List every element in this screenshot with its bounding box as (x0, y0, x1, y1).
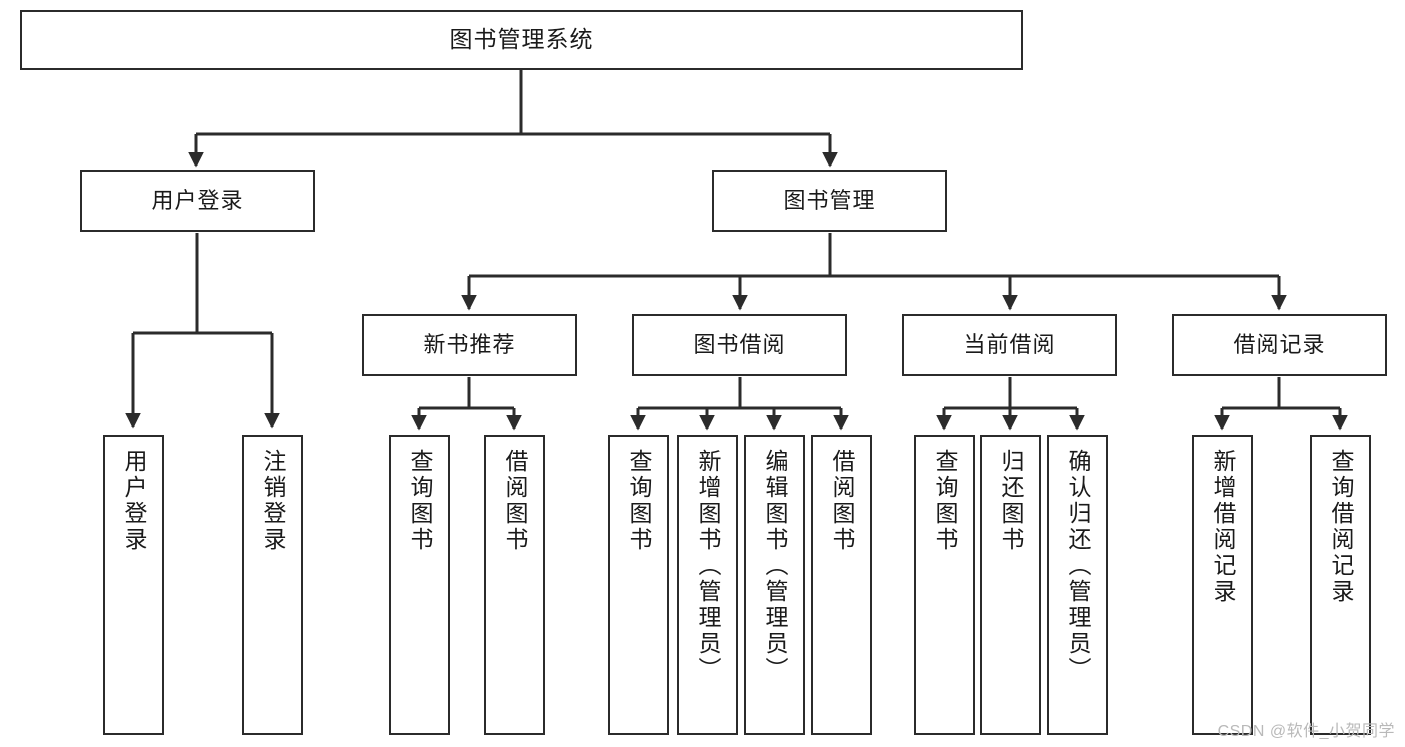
node-leaf-user-logout-label: 注销登录 (260, 449, 286, 553)
node-leaf-edit-book-label: 编辑图书（管理员） (762, 449, 788, 683)
node-leaf-query-book-2[interactable]: 查询图书 (608, 435, 669, 735)
node-user-login-label: 用户登录 (151, 188, 244, 214)
node-leaf-return-book-label: 归还图书 (998, 449, 1024, 553)
node-book-manage-label: 图书管理 (783, 188, 876, 214)
node-leaf-edit-book[interactable]: 编辑图书（管理员） (744, 435, 805, 735)
node-book-borrow-label: 图书借阅 (693, 332, 786, 358)
node-leaf-add-record-label: 新增借阅记录 (1210, 449, 1236, 605)
node-leaf-return-book[interactable]: 归还图书 (980, 435, 1041, 735)
node-leaf-add-book[interactable]: 新增图书（管理员） (677, 435, 738, 735)
node-root-system[interactable]: 图书管理系统 (20, 10, 1023, 70)
node-leaf-borrow-book-2[interactable]: 借阅图书 (811, 435, 872, 735)
node-leaf-query-book-3-label: 查询图书 (932, 449, 958, 553)
node-current-borrow[interactable]: 当前借阅 (902, 314, 1117, 376)
node-book-borrow[interactable]: 图书借阅 (632, 314, 847, 376)
node-leaf-add-book-label: 新增图书（管理员） (695, 449, 721, 683)
node-borrow-record[interactable]: 借阅记录 (1172, 314, 1387, 376)
node-leaf-borrow-book-1[interactable]: 借阅图书 (484, 435, 545, 735)
node-leaf-user-login-label: 用户登录 (121, 449, 147, 553)
node-root-system-label: 图书管理系统 (449, 26, 594, 53)
node-leaf-user-logout[interactable]: 注销登录 (242, 435, 303, 735)
node-leaf-borrow-book-1-label: 借阅图书 (502, 449, 528, 553)
node-leaf-confirm-return-label: 确认归还（管理员） (1065, 449, 1091, 683)
node-leaf-add-record[interactable]: 新增借阅记录 (1192, 435, 1253, 735)
node-leaf-query-record-label: 查询借阅记录 (1328, 449, 1354, 605)
node-leaf-query-record[interactable]: 查询借阅记录 (1310, 435, 1371, 735)
node-leaf-query-book-1[interactable]: 查询图书 (389, 435, 450, 735)
node-leaf-confirm-return[interactable]: 确认归还（管理员） (1047, 435, 1108, 735)
node-new-book-recommend-label: 新书推荐 (423, 332, 516, 358)
node-current-borrow-label: 当前借阅 (963, 332, 1056, 358)
watermark-text: CSDN @软件_小贺同学 (1217, 723, 1395, 740)
node-leaf-query-book-1-label: 查询图书 (407, 449, 433, 553)
node-new-book-recommend[interactable]: 新书推荐 (362, 314, 577, 376)
node-leaf-query-book-2-label: 查询图书 (626, 449, 652, 553)
node-user-login[interactable]: 用户登录 (80, 170, 315, 232)
node-leaf-borrow-book-2-label: 借阅图书 (829, 449, 855, 553)
node-book-manage[interactable]: 图书管理 (712, 170, 947, 232)
node-leaf-query-book-3[interactable]: 查询图书 (914, 435, 975, 735)
node-leaf-user-login[interactable]: 用户登录 (103, 435, 164, 735)
node-borrow-record-label: 借阅记录 (1233, 332, 1326, 358)
